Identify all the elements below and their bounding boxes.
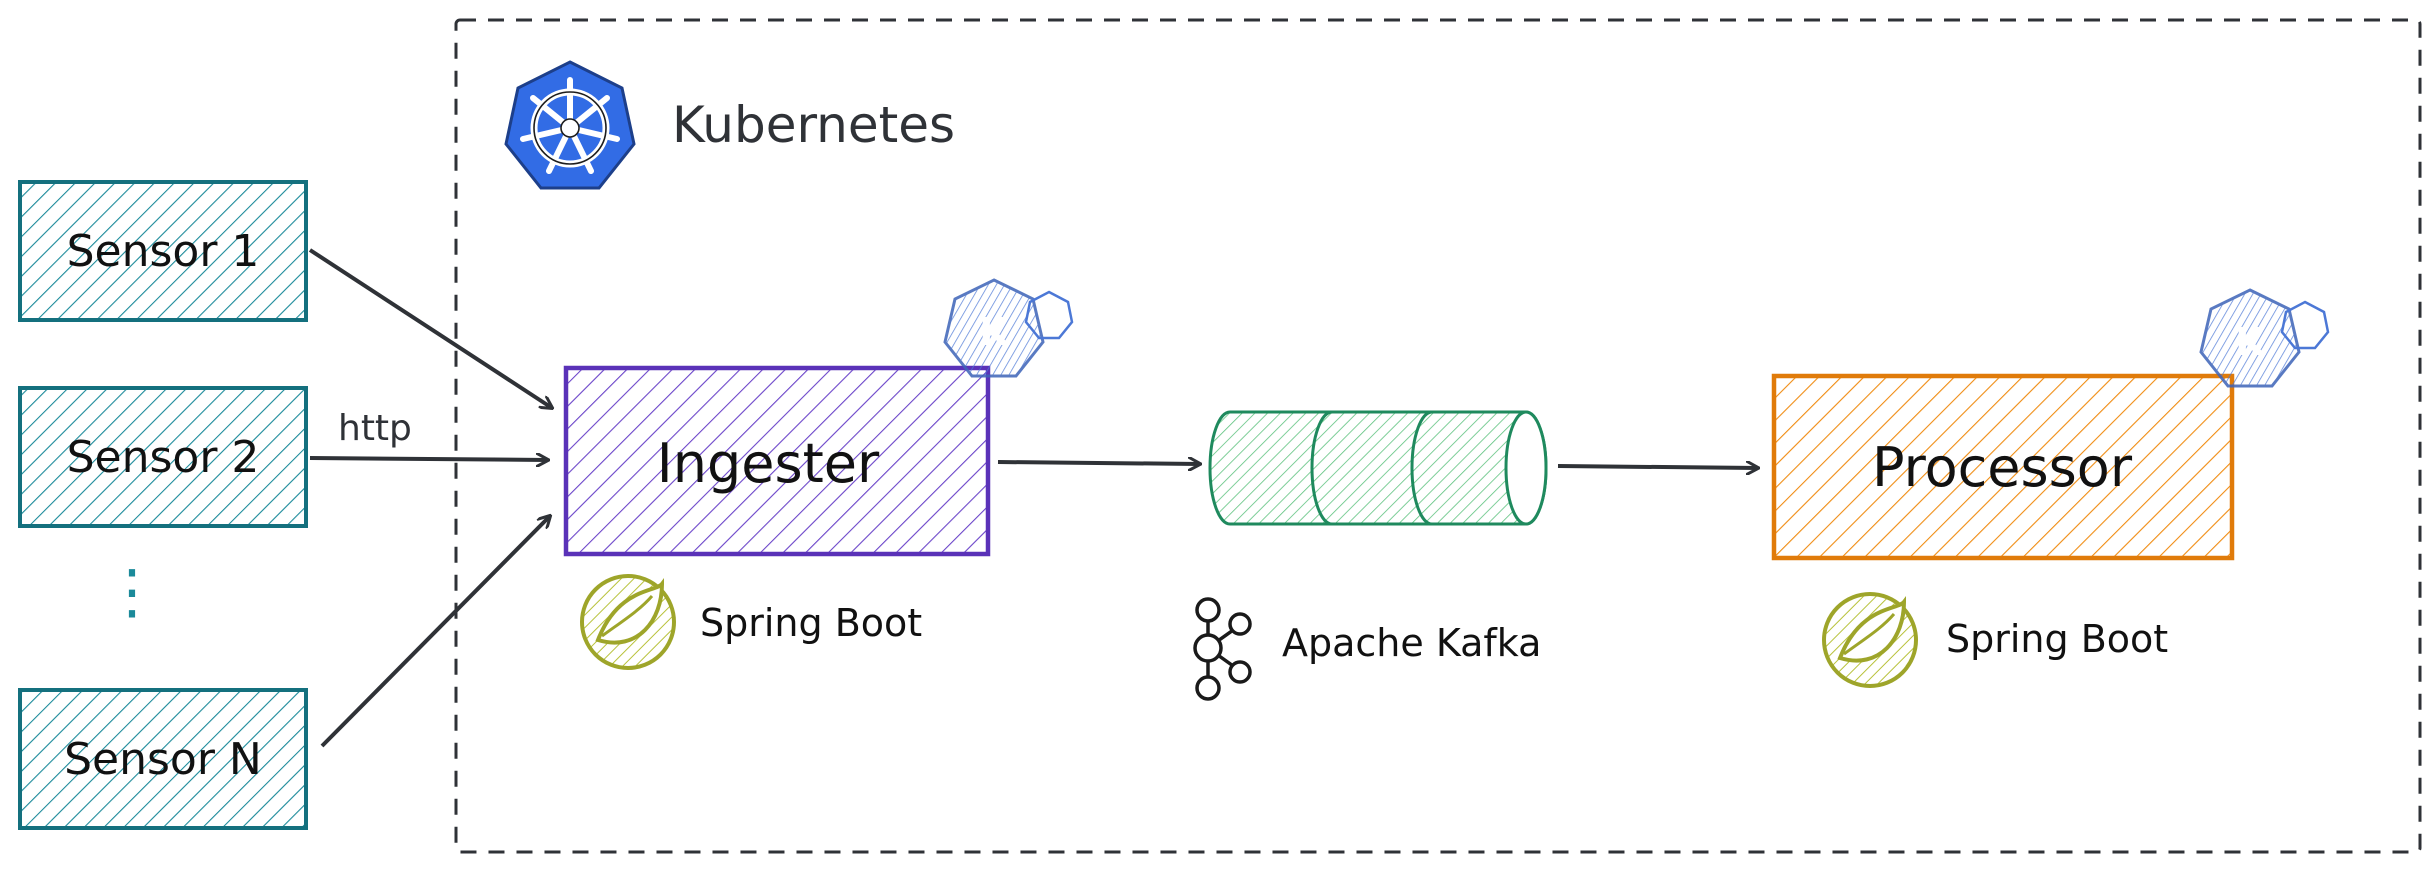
sensor-n-box bbox=[18, 688, 308, 830]
http-label: http bbox=[338, 408, 412, 449]
processor-label: Processor bbox=[1872, 436, 2133, 499]
svg-text:K: K bbox=[979, 310, 1010, 354]
sensor-1-box bbox=[18, 180, 308, 322]
cluster-label: Kubernetes bbox=[672, 96, 955, 154]
kafka-to-processor-arrow bbox=[1557, 466, 1758, 468]
sensor-2: Sensor 2 bbox=[18, 386, 308, 528]
sensor-2-box bbox=[18, 386, 308, 528]
sensor-1: Sensor 1 bbox=[18, 180, 308, 322]
svg-text:K: K bbox=[2235, 320, 2266, 364]
processor-framework-label: Spring Boot bbox=[1946, 617, 2168, 661]
ingester-label: Ingester bbox=[657, 432, 880, 495]
cluster-boundary bbox=[454, 18, 2422, 854]
processor-spring-boot: Spring Boot bbox=[1822, 592, 2168, 688]
ingester-to-kafka-arrow bbox=[997, 462, 1200, 464]
ingester-spring-boot: Spring Boot bbox=[580, 574, 922, 670]
kubernetes-cluster: Kubernetes bbox=[454, 18, 2422, 854]
sensor-n-arrow bbox=[320, 516, 550, 748]
kafka-queue bbox=[1208, 410, 1548, 526]
kafka-label: Apache Kafka bbox=[1282, 621, 1541, 665]
kafka-icon bbox=[1193, 597, 1252, 701]
sensor-n: Sensor N bbox=[18, 688, 308, 830]
processor-box bbox=[1771, 373, 2235, 561]
sensor-1-label: Sensor 1 bbox=[67, 226, 260, 277]
knative-icon: K bbox=[943, 278, 1074, 378]
sensor-ellipsis: ⋮ bbox=[102, 557, 162, 627]
ingester-service: Ingester K bbox=[563, 278, 1074, 557]
kubernetes-helm-icon bbox=[504, 60, 636, 190]
knative-icon: K bbox=[2199, 288, 2330, 388]
sensor-arrows bbox=[308, 248, 552, 748]
spring-boot-icon bbox=[580, 574, 676, 670]
kafka-cylinder bbox=[1208, 410, 1548, 526]
ingester-framework-label: Spring Boot bbox=[700, 601, 922, 645]
ingester-box bbox=[563, 365, 991, 557]
processor-service: Processor K bbox=[1771, 288, 2330, 561]
sensor-n-label: Sensor N bbox=[64, 734, 262, 785]
sensor-2-label: Sensor 2 bbox=[67, 432, 260, 483]
sensor-1-arrow bbox=[308, 248, 552, 408]
spring-boot-icon bbox=[1822, 592, 1918, 688]
sensor-2-arrow bbox=[309, 458, 548, 460]
